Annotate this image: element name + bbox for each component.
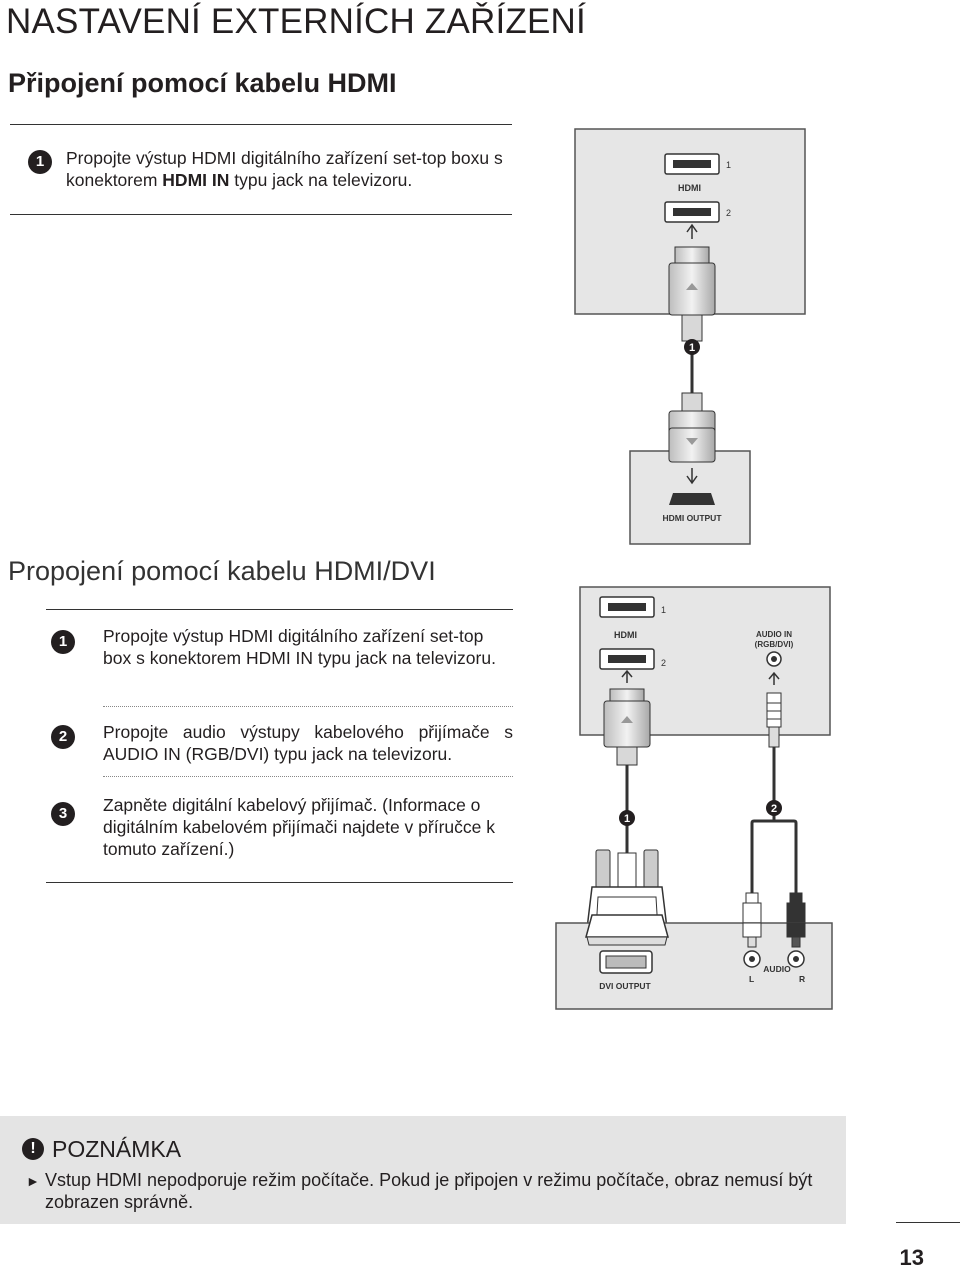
plug-strain-relief	[681, 314, 703, 342]
bullet-arrow-icon: ►	[26, 1173, 40, 1189]
dotted-divider	[103, 776, 513, 777]
note-box	[0, 1116, 846, 1224]
divider	[46, 609, 513, 610]
cable-badge	[619, 810, 635, 826]
arrow-up-icon	[686, 223, 698, 239]
tv-hdmi-label: HDMI	[614, 630, 637, 640]
hdmi-port-1-slot	[673, 160, 711, 168]
dotted-divider	[103, 706, 513, 707]
step-text: Zapněte digitální kabelový přijímač. (In…	[103, 795, 495, 859]
port-1-label: 1	[726, 160, 731, 170]
divider	[10, 214, 512, 215]
svg-text:1: 1	[624, 813, 630, 825]
port-2-label: 2	[726, 208, 731, 218]
triangle-up-icon	[621, 716, 633, 723]
cable-badge	[684, 339, 700, 355]
triangle-down-icon	[686, 438, 698, 445]
cable-badge	[766, 800, 782, 816]
hdmi-dvi-connection-diagram: 1 HDMI 2 AUDIO IN (RGB/DVI) 1 2 DVI OUTP…	[555, 586, 833, 1010]
note-text: Vstup HDMI nepodporuje režim počítače. P…	[45, 1170, 813, 1212]
step-number-badge: 2	[51, 725, 75, 749]
port-1-label: 1	[661, 605, 666, 615]
step-text: Propojte výstup HDMI digitálního zařízen…	[103, 626, 496, 668]
section-heading-hdmi-dvi: Propojení pomocí kabelu HDMI/DVI	[8, 556, 436, 586]
dvi-thumbscrew	[595, 849, 611, 889]
svg-text:2: 2	[771, 803, 777, 815]
hdmi-plug	[603, 700, 651, 748]
hdmi-output-port	[669, 493, 715, 505]
page-number: 13	[899, 1245, 924, 1270]
hdmi-port-2-slot	[673, 208, 711, 216]
dvi-thumbscrew	[643, 849, 659, 889]
step-text: Propojte výstup HDMI digitálního zařízen…	[66, 148, 503, 190]
step-number-badge: 1	[51, 630, 75, 654]
arrow-down-icon	[686, 468, 698, 485]
tv-hdmi-label: HDMI	[678, 183, 701, 193]
hdmi-connection-diagram: 1 HDMI 2 1 HDMI OUTPUT	[574, 128, 806, 545]
arrow-up-icon	[768, 671, 780, 685]
note-title: POZNÁMKA	[52, 1136, 182, 1162]
plug-tip	[674, 246, 710, 266]
plug-strain-relief	[681, 392, 703, 414]
page-title: NASTAVENÍ EXTERNÍCH ZAŘÍZENÍ	[6, 2, 586, 41]
audio-in-sub-label: (RGB/DVI)	[755, 640, 794, 649]
triangle-up-icon	[686, 283, 698, 290]
step-number-badge: 3	[51, 802, 75, 826]
arrow-up-icon	[621, 669, 633, 683]
divider	[46, 882, 513, 883]
rca-plug	[766, 692, 782, 728]
hdmi-output-label: HDMI OUTPUT	[662, 513, 722, 523]
section-heading-hdmi: Připojení pomocí kabelu HDMI	[8, 68, 397, 98]
audio-label: AUDIO	[763, 964, 791, 974]
port-2-label: 2	[661, 658, 666, 668]
divider	[10, 124, 512, 125]
exclamation-icon: !	[22, 1138, 44, 1160]
step-text: Propojte audio výstupy kabelového přijím…	[103, 722, 513, 764]
audio-l-label: L	[749, 974, 754, 984]
step-number-badge: 1	[28, 150, 52, 174]
audio-r-label: R	[799, 974, 805, 984]
dvi-output-label: DVI OUTPUT	[599, 981, 651, 991]
page-number-rule	[896, 1222, 960, 1223]
svg-text:1: 1	[689, 342, 695, 354]
audio-in-label: AUDIO IN	[756, 630, 792, 639]
